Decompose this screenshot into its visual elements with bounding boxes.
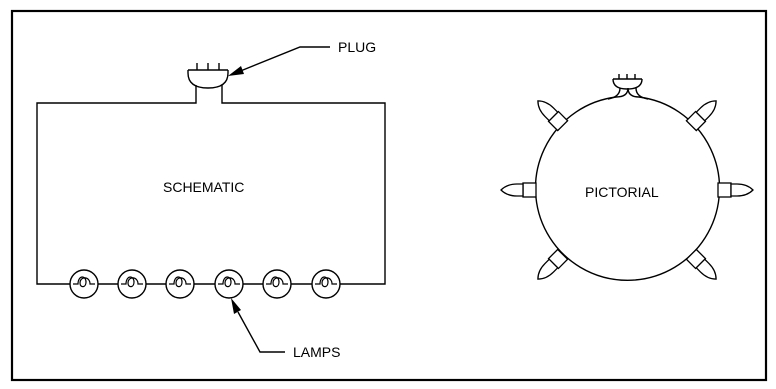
bulb-socket [537,100,569,132]
lamps-label: LAMPS [293,344,340,360]
bulb-socket [500,182,537,198]
bulb-socket [685,248,717,280]
pictorial-fixture [500,74,754,281]
lamps-leader [231,298,285,353]
frame-border [10,9,768,382]
schematic-wire [36,85,386,285]
bulb-socket [717,182,754,198]
pictorial-bulbs [500,100,754,280]
lamp [69,269,99,299]
schematic-label: SCHEMATIC [163,179,244,195]
schematic-lamps [69,269,341,299]
lamp [262,269,292,299]
schematic-plug [187,63,229,89]
lamp [165,269,195,299]
plug-leader [228,46,330,76]
lamp [311,269,341,299]
bulb-socket [685,100,717,132]
lamp [214,269,244,299]
plug-label: PLUG [338,39,376,55]
pictorial-plug [612,74,643,90]
pictorial-label: PICTORIAL [585,184,659,200]
lamp [117,269,147,299]
pictorial-globe [534,87,721,281]
bulb-socket [537,248,569,280]
